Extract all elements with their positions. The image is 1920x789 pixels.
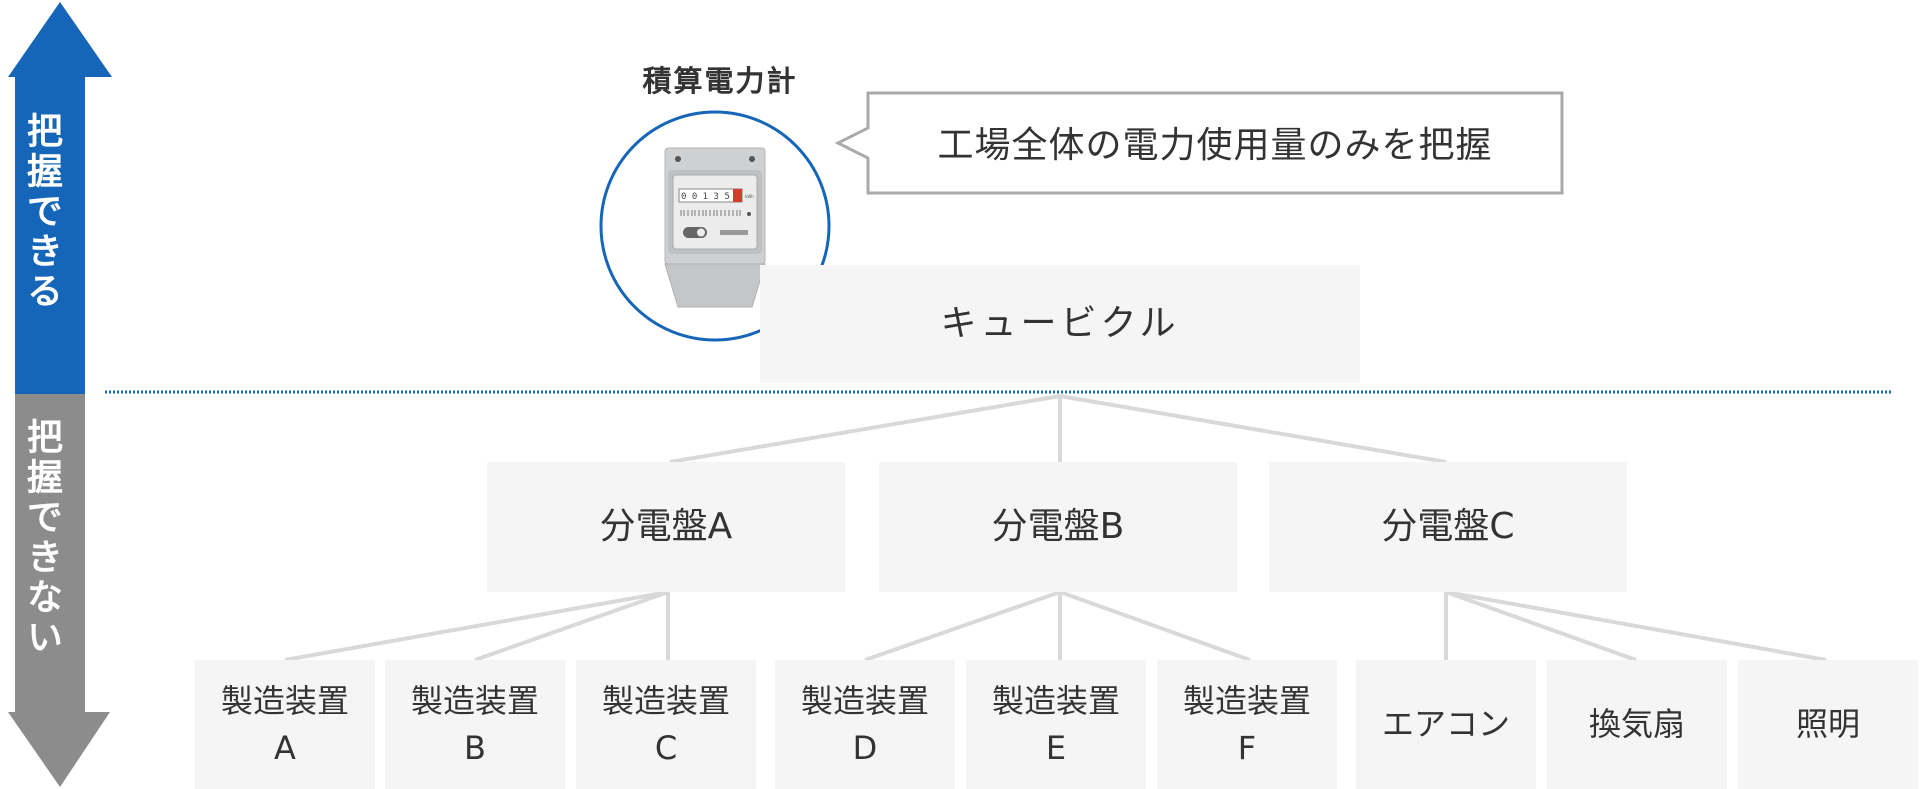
leaf-label: エアコン [1381,705,1510,744]
leaf-node-fan: 換気扇 [1547,660,1727,789]
leaf-node-lighting: 照明 [1738,660,1918,789]
visible-range-arrow [8,2,112,394]
leaf-label: 製造装置 [800,682,929,721]
leaf-sublabel: D [852,728,878,767]
leaf-label: 製造装置 [410,682,539,721]
root-connectors [669,394,1447,464]
panel-c-connectors [1444,590,1827,662]
electric-meter-icon: 0 0 1 3 5 kWh [664,147,766,308]
leaf-node-b: 製造装置 B [385,660,565,789]
leaf-sublabel: B [464,728,486,767]
panel-node-c: 分電盤C [1269,462,1627,592]
leaf-sublabel: E [1045,728,1067,767]
panel-label: 分電盤B [991,505,1125,547]
leaf-node-a: 製造装置 A [195,660,375,789]
leaf-sublabel: A [274,728,296,767]
leaf-sublabel: C [654,728,678,767]
hidden-range-arrow [8,394,110,787]
visible-range-label: 把握できる [21,112,62,312]
leaf-label: 換気扇 [1588,705,1685,744]
meter-counter: 0 0 1 3 5 [681,192,730,202]
cubicle-label: キュービクル [940,302,1180,344]
leaf-sublabel: F [1237,728,1257,767]
leaf-node-aircon: エアコン [1356,660,1536,789]
panel-b-connectors [864,590,1251,662]
panel-a-connectors [284,590,670,662]
leaf-node-c: 製造装置 C [576,660,756,789]
leaf-label: 製造装置 [991,682,1120,721]
leaf-label: 製造装置 [601,682,730,721]
panel-node-a: 分電盤A [487,462,845,592]
panel-label: 分電盤C [1381,505,1515,547]
leaf-node-f: 製造装置 F [1157,660,1337,789]
leaf-node-d: 製造装置 D [775,660,955,789]
callout-bubble [834,91,1564,195]
panel-node-b: 分電盤B [879,462,1237,592]
leaf-label: 照明 [1795,705,1860,744]
meter-unit: kWh [745,194,754,199]
cubicle-node: キュービクル [760,265,1360,383]
leaf-label: 製造装置 [1182,682,1311,721]
hidden-range-label: 把握できない [21,418,62,658]
panel-label: 分電盤A [599,505,733,547]
leaf-label: 製造装置 [220,682,349,721]
callout-text: 工場全体の電力使用量のみを把握 [937,125,1493,166]
meter-label: 積算電力計 [642,64,798,98]
leaf-node-e: 製造装置 E [966,660,1146,789]
